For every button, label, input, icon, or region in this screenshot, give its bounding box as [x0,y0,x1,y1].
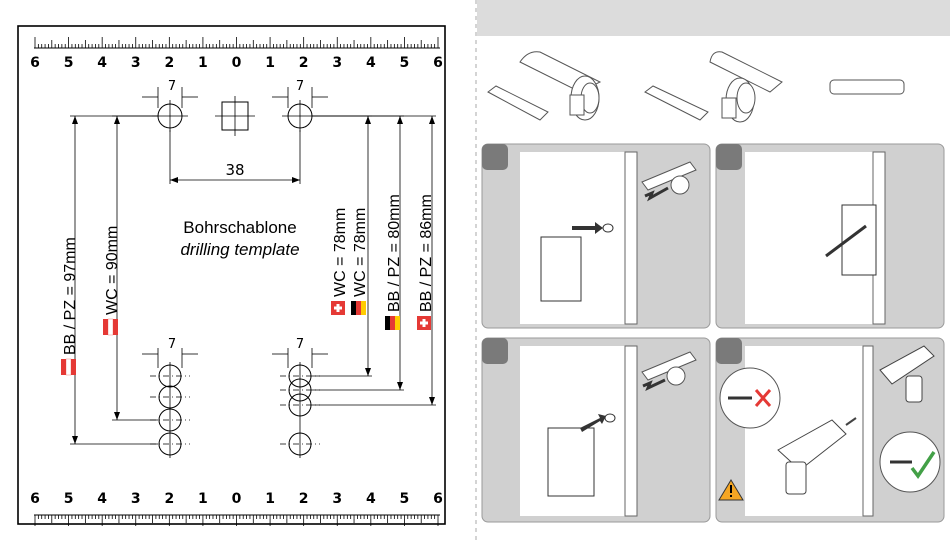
flag-austria-icon [103,319,118,335]
ruler-number: 4 [366,55,376,71]
ruler-number: 2 [299,491,309,507]
rosette-icon [603,224,613,232]
svg-text:WC = 78mm: WC = 78mm [332,208,349,297]
ruler-number: 1 [265,491,275,507]
step-3-panel [482,338,710,522]
ruler-number: 6 [30,55,40,71]
handle-illustration-1 [488,52,600,120]
ruler-number: 1 [265,55,275,71]
template-title: Bohrschablone [183,218,296,237]
ruler-number: 6 [30,491,40,507]
ruler-number: 5 [64,55,74,71]
flag-austria-icon [61,359,76,375]
ruler-number: 1 [198,55,208,71]
ruler-number: 4 [366,491,376,507]
dim-7-bottom-right: 7 [296,337,304,352]
ruler-number: 5 [64,491,74,507]
ruler-number: 3 [332,491,342,507]
dim-7-top-left: 7 [168,79,176,94]
step-3-marker [482,338,508,364]
ruler-number: 3 [332,55,342,71]
door-frame [625,152,637,324]
flag-switzerland-icon [331,301,345,315]
ruler-number: 6 [433,491,443,507]
svg-text:WC = 78mm: WC = 78mm [352,208,369,297]
ruler-number: 0 [232,55,242,71]
ruler-number: 5 [400,491,410,507]
handle-rose-icon [671,176,689,194]
step-1-panel [482,144,710,328]
door-frame [863,346,873,516]
label-bb-pz-97: BB / PZ = 97mm [61,237,79,375]
svg-text:BB / PZ = 80mm: BB / PZ = 80mm [386,194,403,312]
template-subtitle: drilling template [180,240,299,259]
ruler-number: 2 [164,491,174,507]
label-bb-pz-80: BB / PZ = 80mm [385,194,403,330]
ruler-number: 3 [131,55,141,71]
template-sheet-small [548,428,594,496]
svg-text:BB / PZ = 97mm: BB / PZ = 97mm [62,237,79,355]
handle-illustration-2 [645,52,782,122]
ruler-number: 4 [97,55,107,71]
flag-switzerland-icon [417,316,431,330]
dim-38-label: 38 [225,161,244,179]
template-border [18,26,445,524]
flag-germany-icon [351,301,366,315]
instructions-panel [477,0,950,522]
label-bb-pz-86: BB / PZ = 86mm [417,194,435,330]
step-4-marker [716,338,742,364]
door-frame [625,346,637,516]
ruler-number: 2 [299,55,309,71]
step-2-marker [716,144,742,170]
drilling-template: 6 5 4 3 2 1 0 1 2 3 4 5 6 6 5 4 3 2 1 0 1 2 3 4 5 6 7 [18,26,445,526]
dim-7-bottom-left: 7 [168,337,176,352]
ruler-number: 3 [131,491,141,507]
svg-text:WC = 90mm: WC = 90mm [104,226,121,315]
ruler-number: 5 [400,55,410,71]
step-1-marker [482,144,508,170]
rosette-icon [605,414,615,422]
instructions-header [477,0,950,36]
flag-germany-icon [385,316,400,330]
ruler-number: 1 [198,491,208,507]
dim-7-top-right: 7 [296,79,304,94]
ruler-number: 4 [97,491,107,507]
step-2-panel [716,144,944,328]
ruler-number: 6 [433,55,443,71]
step-4-panel [716,338,944,522]
template-sheet-small [541,237,581,301]
svg-text:BB / PZ = 86mm: BB / PZ = 86mm [418,194,435,312]
ruler-number: 2 [164,55,174,71]
handle-rose-icon [667,367,685,385]
ruler-number: 0 [232,491,242,507]
handle-illustration-3 [830,80,904,94]
